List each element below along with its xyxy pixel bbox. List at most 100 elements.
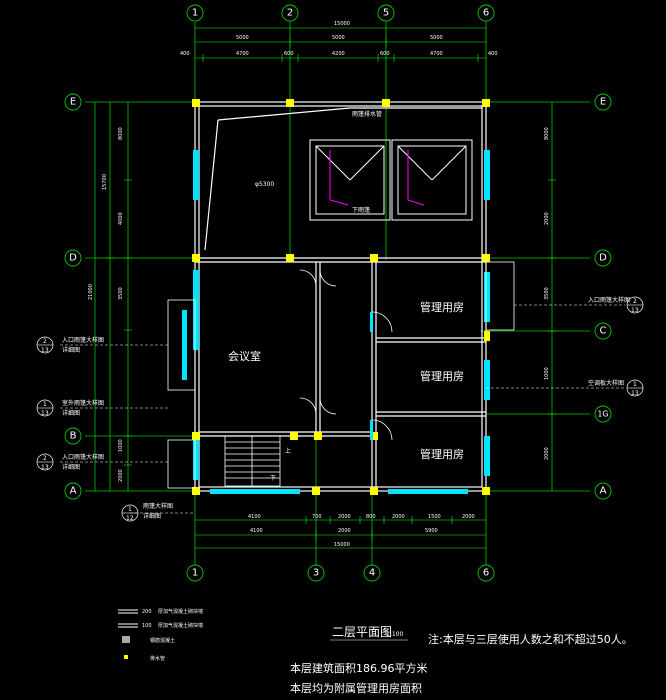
dim-text: 3500 — [544, 287, 550, 300]
dim-text: 4000 — [118, 212, 124, 225]
drain-label: 雨篷排水管 — [352, 110, 382, 118]
axis-bubble — [281, 4, 299, 22]
legend-text: 厚加气混凝土砌块墙 — [158, 608, 203, 615]
callout-text: 详细图 — [62, 463, 80, 471]
door-leaves — [370, 312, 373, 440]
axis-label-bottom-4: 6 — [483, 568, 489, 579]
callout-text: 入口雨篷大样图 — [62, 336, 104, 344]
room-label-manage-3: 管理用房 — [420, 447, 464, 461]
stair-up-label: 上 — [285, 447, 291, 455]
dim-text: 4100 — [250, 528, 263, 534]
dim-text: 5000 — [236, 35, 249, 41]
window — [182, 310, 187, 380]
dim-text: 2000 — [544, 212, 550, 225]
dim-text: 600 — [380, 51, 390, 57]
dim-text: 8000 — [118, 127, 124, 140]
door-swing — [319, 397, 337, 415]
callouts-left: 2 13 入口雨篷大样图 详细图 1 13 室外雨篷大样图 详细图 2 13 入… — [36, 336, 173, 522]
column — [370, 487, 378, 495]
legend-text: 钢筋混凝土 — [150, 637, 175, 644]
callout-num: 2 — [43, 455, 47, 462]
dim-text: 4100 — [248, 514, 261, 520]
axis-bubble — [594, 482, 612, 500]
callout-num: 13 — [631, 307, 639, 314]
skylight-edges — [329, 150, 425, 206]
void-label: φ5300 — [255, 181, 274, 188]
column — [192, 254, 200, 262]
dim-text: 5000 — [430, 35, 443, 41]
axis-label-right-C: C — [600, 326, 607, 337]
dim-text: 1000 — [118, 439, 124, 452]
dim-text: 2000 — [544, 447, 550, 460]
room-label-meeting: 会议室 — [228, 349, 261, 363]
axis-label-right-1G: 1G — [597, 410, 608, 419]
column — [192, 432, 200, 440]
room-label-manage-2: 管理用房 — [420, 369, 464, 383]
callout-text: 入口雨篷大样图 — [588, 296, 630, 304]
callout-text: 空调板大样图 — [588, 379, 624, 387]
dim-text: 2000 — [118, 469, 124, 482]
axis-label-bottom-1: 1 — [192, 568, 198, 579]
legend-swatch-pipe — [124, 655, 128, 659]
legend-code: 200 — [142, 609, 152, 615]
axis-label-right-A: A — [600, 486, 607, 497]
axis-label-top-4: 6 — [483, 8, 489, 19]
callout-text: 雨篷大样图 — [143, 502, 173, 510]
window — [484, 150, 490, 200]
leader-lines — [60, 304, 625, 514]
bottom-dimension-texts: 4100 700 2000 800 2000 1500 2000 4100 20… — [248, 514, 475, 548]
callout-num: 13 — [631, 390, 639, 397]
axis-label-top-2: 2 — [287, 8, 293, 19]
column — [382, 99, 390, 107]
dim-overall-top: 15000 — [334, 21, 350, 27]
axis-bubble — [64, 482, 82, 500]
right-dimension-texts: 8000 2000 3500 1000 2000 — [544, 127, 550, 460]
top-dimensions — [195, 27, 486, 62]
dim-text: 800 — [366, 514, 376, 520]
callout-text: 详细图 — [143, 512, 161, 520]
dim-text: 400 — [180, 51, 190, 57]
callout-num: 13 — [41, 347, 49, 354]
area-line-1: 本层建筑面积186.96平方米 — [290, 661, 428, 675]
stair-down-label: 下 — [270, 475, 276, 482]
door-swing — [299, 397, 317, 415]
door-swing — [371, 311, 393, 333]
callout-num: 1 — [43, 401, 47, 408]
callout-num: 2 — [633, 298, 637, 305]
right-dimensions — [548, 102, 556, 491]
left-dimensions — [94, 102, 132, 491]
column — [314, 432, 322, 440]
callout-num: 13 — [41, 464, 49, 471]
callout-text: 入口雨篷大样图 — [62, 453, 104, 461]
walls — [194, 101, 487, 492]
columns — [192, 99, 490, 495]
left-axis-bubbles: E D B A — [64, 93, 82, 500]
window — [484, 360, 490, 400]
column — [192, 487, 200, 495]
dim-text: 5900 — [425, 528, 438, 534]
column — [286, 254, 294, 262]
axis-label-right-D: D — [599, 253, 607, 264]
window — [193, 150, 199, 200]
window — [193, 270, 199, 350]
door-swing — [371, 419, 393, 441]
axis-bubble — [64, 427, 82, 445]
window — [210, 489, 300, 494]
column — [312, 487, 320, 495]
dim-text: 600 — [284, 51, 294, 57]
axis-bubble — [594, 249, 612, 267]
dim-text: 2000 — [338, 514, 351, 520]
axis-bubble — [186, 564, 204, 582]
callout-num: 1 — [633, 381, 637, 388]
legend: 200 厚加气混凝土砌块墙 100 厚加气混凝土砌块墙 钢筋混凝土 排水管 — [118, 608, 203, 662]
axis-bubble — [477, 564, 495, 582]
axis-label-left-A: A — [70, 486, 77, 497]
column — [192, 99, 200, 107]
dim-text: 3500 — [118, 287, 124, 300]
callout-num: 12 — [126, 515, 134, 522]
axis-bubble — [64, 93, 82, 111]
doors — [299, 269, 393, 441]
callouts-right: 2 13 入口雨篷大样图 1 13 空调板大样图 — [588, 296, 644, 397]
